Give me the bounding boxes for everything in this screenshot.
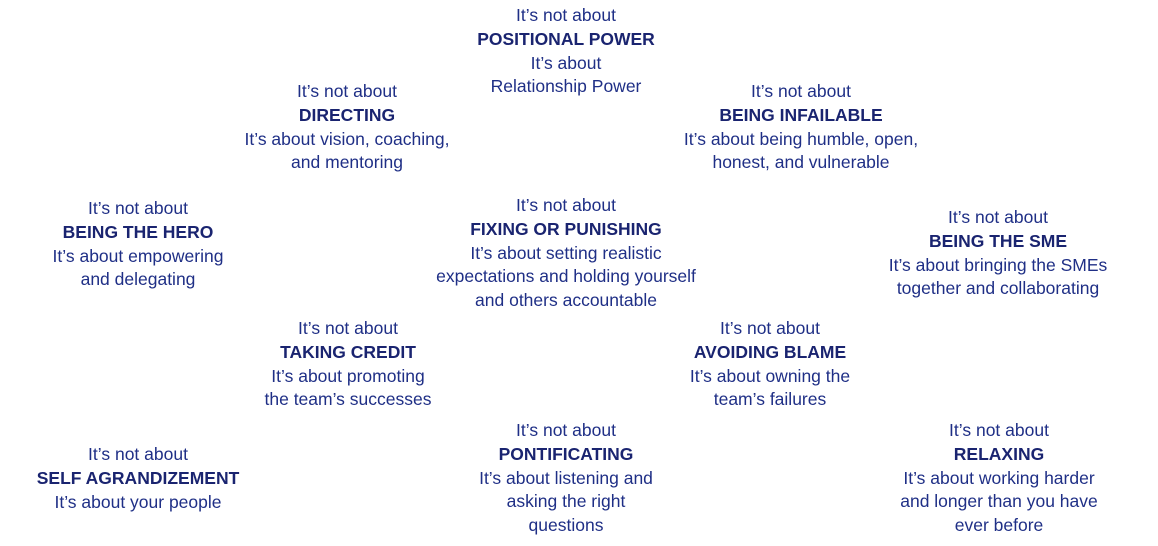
intro-text: It’s not about [297,81,397,101]
block-being-the-hero: It’s not about BEING THE HERO It’s about… [53,197,224,292]
body-text: and delegating [80,269,196,290]
heading: RELAXING [953,443,1045,464]
block-pontificating: It’s not about PONTIFICATING It’s about … [479,419,653,538]
body-text: and mentoring [291,152,403,173]
heading: FIXING OR PUNISHING [470,218,662,239]
block-fixing-or-punishing: It’s not about FIXING OR PUNISHING It’s … [436,194,696,313]
body-text: honest, and vulnerable [712,152,890,173]
heading: AVOIDING BLAME [693,341,847,362]
intro-text: It’s not about [88,198,188,218]
intro-text: It’s not about [949,420,1049,440]
intro-text: It’s not about [751,81,851,101]
block-taking-credit: It’s not about TAKING CREDIT It’s about … [265,317,432,412]
block-directing: It’s not about DIRECTING It’s about visi… [245,80,450,175]
heading: BEING THE SME [928,230,1068,251]
heading: PONTIFICATING [498,443,634,464]
intro-text: It’s not about [948,207,1048,227]
body-text: It’s about your people [54,491,222,512]
body-text: the team’s successes [264,389,432,410]
body-text: questions [528,515,604,536]
body-text: It’s about bringing the SMEs [888,254,1108,275]
heading: DIRECTING [298,104,396,125]
body-text: It’s about owning the [689,365,851,386]
body-text: asking the right [506,491,626,512]
intro-text: It’s not about [720,318,820,338]
body-text: It’s about promoting [271,365,425,386]
body-text: It’s about working harder [903,467,1095,488]
body-text: It’s about vision, coaching, [244,128,450,149]
intro-text: It’s not about [88,444,188,464]
body-text: Relationship Power [490,76,642,97]
body-text: and longer than you have [900,491,1098,512]
heading: TAKING CREDIT [280,341,416,362]
body-text: It’s about setting realistic [470,242,662,263]
body-text: team’s failures [713,389,827,410]
heading: SELF AGRANDIZEMENT [36,467,240,488]
body-text: It’s about empowering [52,245,224,266]
heading: BEING INFAILABLE [719,104,883,125]
block-relaxing: It’s not about RELAXING It’s about worki… [900,419,1098,538]
body-text: and others accountable [475,290,657,311]
body-text: It’s about being humble, open, [683,128,919,149]
body-text: It’s about listening and [479,467,653,488]
intro-text: It’s not about [516,195,616,215]
body-text: It’s about [530,52,602,73]
block-positional-power: It’s not about POSITIONAL POWER It’s abo… [477,4,655,99]
block-self-agrandizement: It’s not about SELF AGRANDIZEMENT It’s a… [37,443,240,514]
intro-text: It’s not about [516,5,616,25]
block-avoiding-blame: It’s not about AVOIDING BLAME It’s about… [690,317,850,412]
block-being-infailable: It’s not about BEING INFAILABLE It’s abo… [684,80,918,175]
intro-text: It’s not about [298,318,398,338]
block-being-the-sme: It’s not about BEING THE SME It’s about … [889,206,1108,301]
body-text: ever before [954,515,1044,536]
heading: BEING THE HERO [62,221,214,242]
body-text: expectations and holding yourself [436,266,696,287]
intro-text: It’s not about [516,420,616,440]
heading: POSITIONAL POWER [477,28,655,49]
body-text: together and collaborating [896,278,1100,299]
